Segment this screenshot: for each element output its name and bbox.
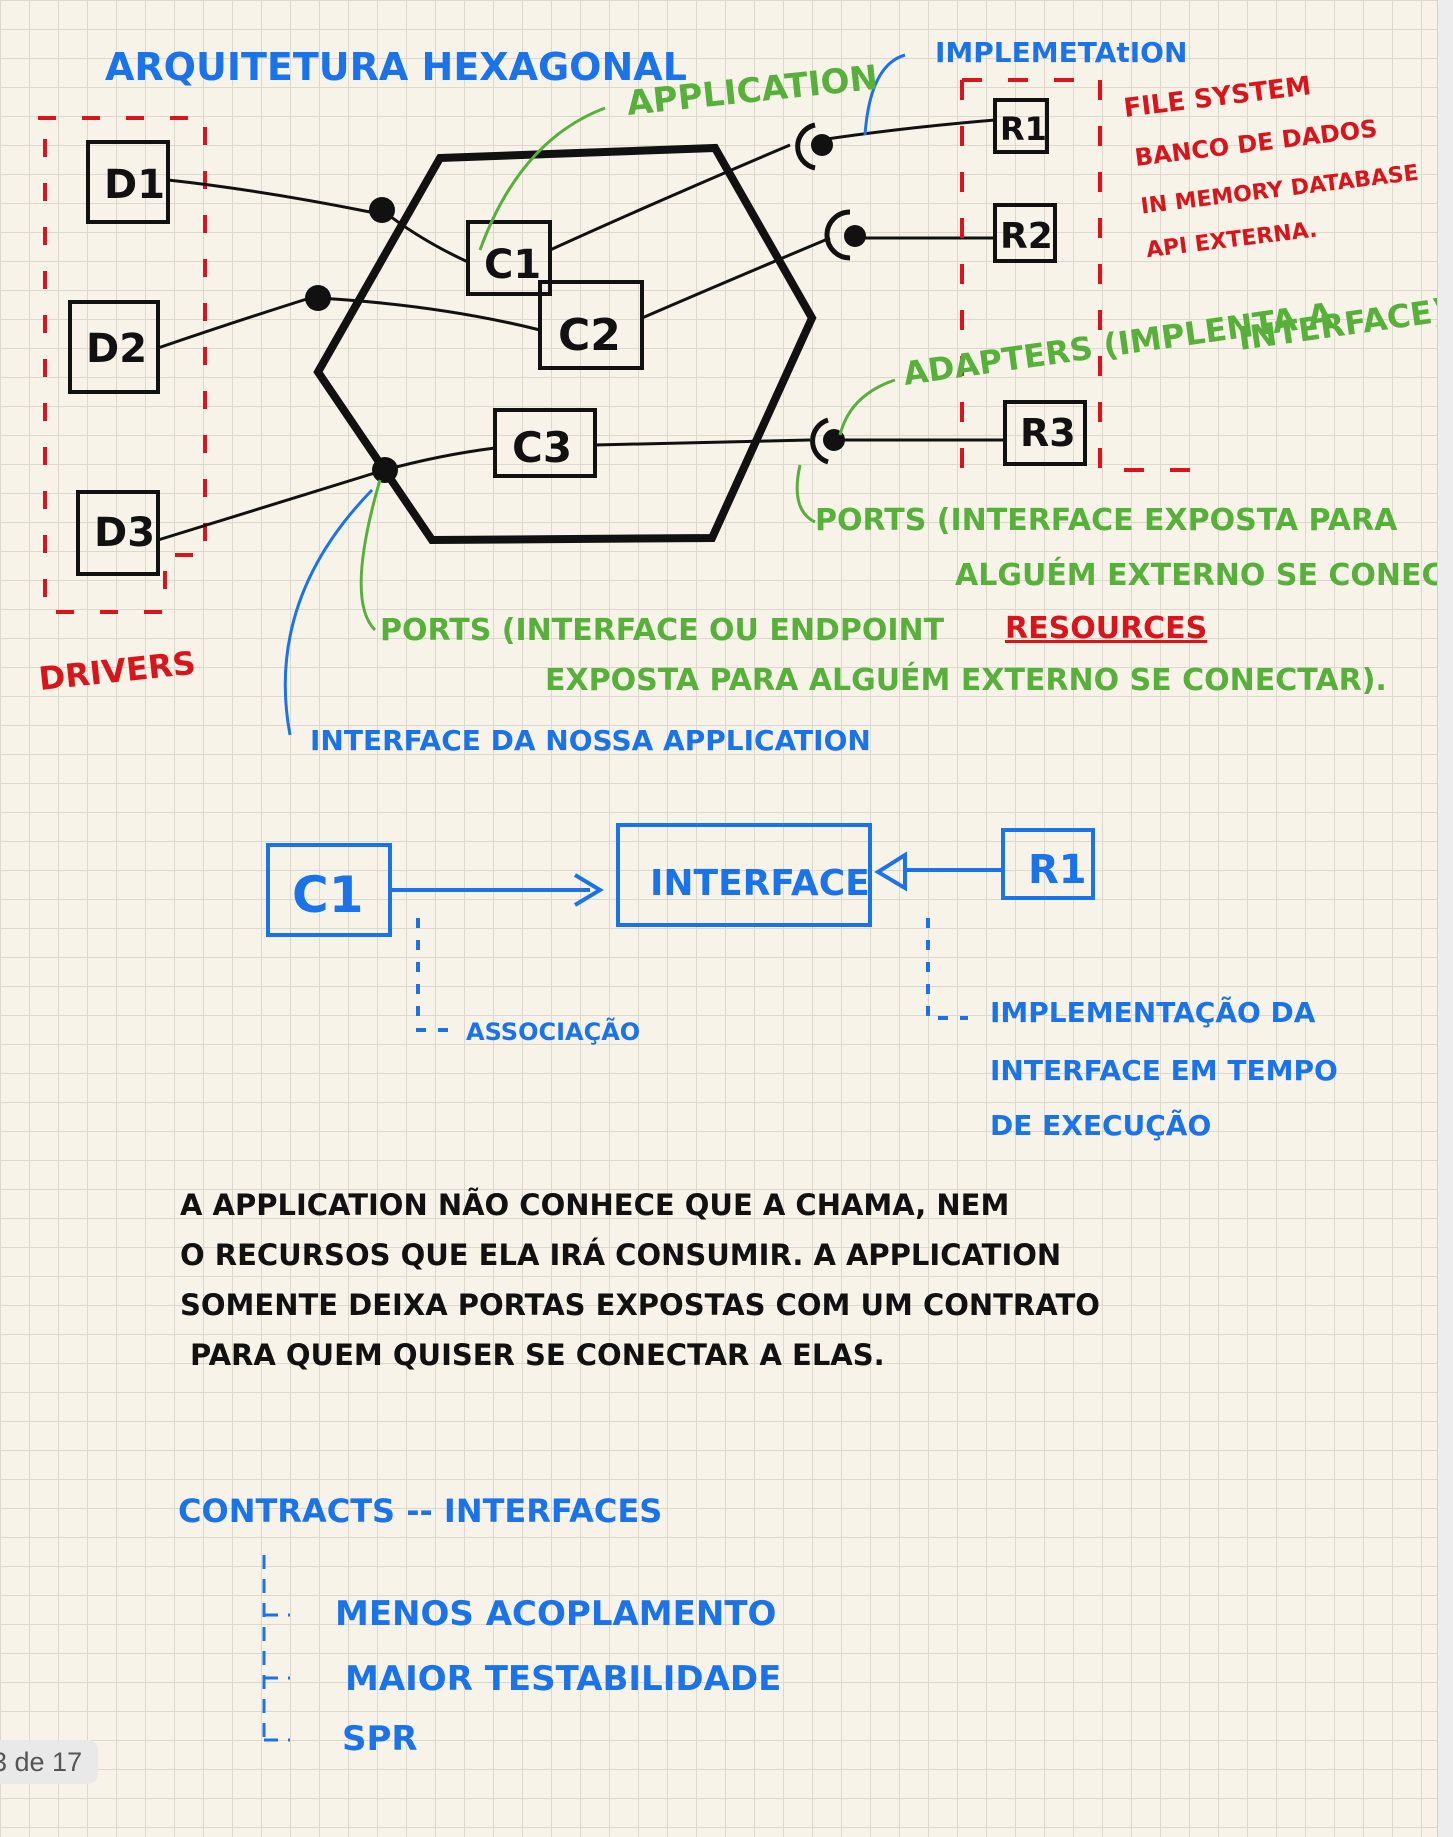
association-arrowhead (573, 873, 604, 907)
resource-type-api: API EXTERNA. (1145, 217, 1319, 263)
driver-label-d3: D3 (94, 510, 155, 556)
paragraph-line-2: O RECURSOS QUE ELA IRÁ CONSUMIR. A APPLI… (180, 1238, 1061, 1272)
ports-left-line2: EXPOSTA PARA ALGUÉM EXTERNO SE CONECTAR)… (545, 662, 1387, 698)
driver-label-d2: D2 (86, 326, 147, 372)
contracts-item-2: MAIOR TESTABILIDADE (345, 1659, 781, 1699)
interface-app-label: INTERFACE DA NOSSA APPLICATION (310, 724, 871, 757)
ports-left-line1: PORTS (INTERFACE OU ENDPOINT (380, 613, 945, 648)
port-dot-r2 (844, 225, 866, 247)
adapters-arrow (838, 378, 896, 436)
contracts-tree-lines (262, 1555, 290, 1742)
impl-label-line3: DE EXECUÇÃO (990, 1108, 1211, 1142)
component-label-c3: C3 (512, 423, 572, 472)
resource-label-r1: R1 (1000, 110, 1047, 148)
ports-right-line1: PORTS (INTERFACE EXPOSTA PARA (815, 503, 1398, 538)
implementation-label: IMPLEMETAtION (935, 36, 1187, 69)
resource-type-database: BANCO DE DADOS (1133, 114, 1379, 172)
impl-label-line2: INTERFACE EM TEMPO (990, 1054, 1338, 1087)
contracts-item-3: SPR (342, 1719, 418, 1759)
resource-label-r3: R3 (1020, 411, 1076, 455)
component-box-c3 (493, 408, 597, 478)
uml-label-c1: C1 (292, 866, 363, 924)
realization-arrowhead (874, 851, 907, 892)
driver-box-d3 (76, 490, 160, 576)
component-label-c2: C2 (558, 310, 621, 361)
uml-box-c1 (266, 843, 392, 937)
implementation-leader (926, 918, 968, 1020)
resource-type-file-system: FILE SYSTEM (1122, 71, 1313, 124)
port-dot-r1 (811, 134, 833, 156)
driver-label-d1: D1 (104, 162, 165, 208)
socket-r3 (810, 417, 829, 465)
diagram-title: ARQUITETURA HEXAGONAL (105, 45, 687, 89)
page-indicator-label: 3 de 17 (0, 1746, 83, 1777)
resource-box-r3 (1003, 400, 1087, 466)
uml-box-r1 (1001, 828, 1095, 900)
scrollbar-track[interactable] (1437, 0, 1453, 1837)
socket-r2 (824, 209, 851, 261)
interface-app-arrow (283, 488, 374, 736)
impl-label-line1: IMPLEMENTAÇÃO DA (990, 995, 1316, 1029)
uml-label-r1: R1 (1028, 847, 1087, 893)
contracts-item-1: MENOS ACOPLAMENTO (335, 1594, 776, 1634)
application-hexagon (313, 143, 817, 545)
resource-label-r2: R2 (1000, 216, 1053, 257)
application-arrow (478, 106, 606, 251)
uml-label-interface: INTERFACE (650, 863, 870, 904)
paragraph-line-3: SOMENTE DEIXA PORTAS EXPOSTAS COM UM CON… (180, 1288, 1100, 1322)
resource-type-in-memory: IN MEMORY DATABASE (1139, 161, 1420, 220)
component-box-c1 (466, 220, 552, 296)
paragraph-line-4: PARA QUEM QUISER SE CONECTAR A ELAS. (190, 1338, 885, 1372)
component-box-c2 (538, 280, 644, 370)
resources-label: RESOURCES (1005, 611, 1207, 646)
resources-region (960, 78, 1190, 480)
resource-box-r1 (993, 98, 1049, 154)
ports-right-line2: ALGUÉM EXTERNO SE CONECTAR) (955, 557, 1437, 593)
socket-r1 (795, 122, 816, 171)
association-leader (416, 918, 450, 1032)
connection-lines (157, 118, 1005, 542)
driver-box-d1 (86, 140, 170, 224)
contracts-header: CONTRACTS -- INTERFACES (178, 1492, 662, 1530)
resource-box-r2 (993, 203, 1057, 263)
drivers-label: DRIVERS (37, 644, 198, 698)
implementation-arrow (863, 53, 906, 136)
uml-box-interface (616, 823, 872, 927)
paragraph-line-1: A APPLICATION NÃO CONHECE QUE A CHAMA, N… (180, 1188, 1009, 1222)
adapters-label-line2: INTERFACE) (1236, 291, 1437, 358)
association-label: ASSOCIAÇÃO (466, 1017, 640, 1046)
ports-left-arrow (359, 479, 382, 632)
ports-right-arrow (795, 464, 816, 524)
component-label-c1: C1 (484, 242, 541, 288)
page-indicator: 3 de 17 (0, 1740, 98, 1784)
